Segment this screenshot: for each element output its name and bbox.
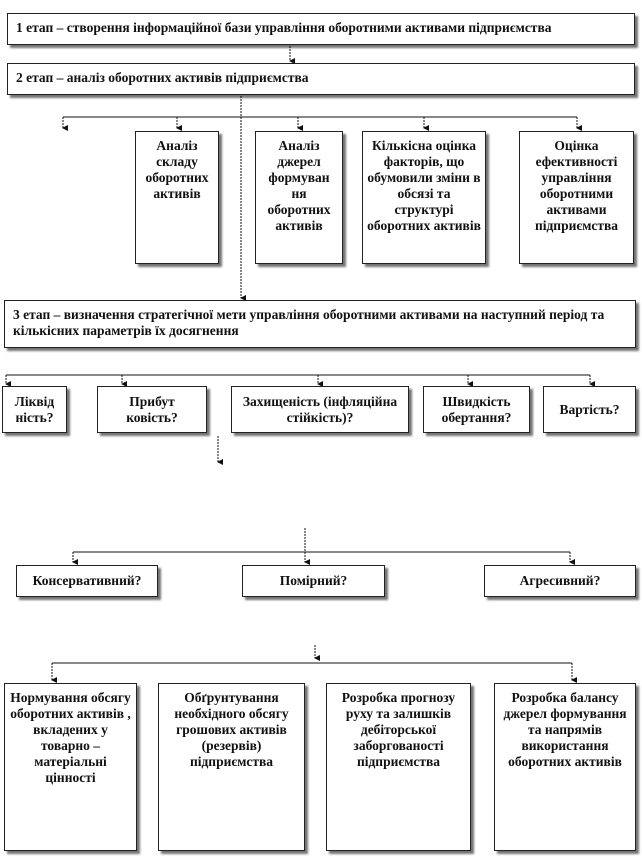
policy-aggressive: Агресивний? bbox=[484, 565, 636, 597]
task-receivables-forecast: Розробка прогнозу руху та залишків дебіт… bbox=[326, 683, 471, 851]
stage2-item-factors: Кількісна оцінка факторів, що обумовили … bbox=[362, 131, 486, 264]
stage1-label: 1 етап – створення інформаційної бази уп… bbox=[16, 20, 552, 35]
task-funding-balance: Розробка балансу джерел формування та на… bbox=[494, 683, 636, 851]
criterion-turnover-speed: Швидкість обертання? bbox=[423, 386, 530, 433]
policy-conservative: Консервативний? bbox=[16, 565, 158, 597]
task-inventory-norming: Нормування обсягу оборотних активів , вк… bbox=[4, 683, 137, 851]
stage2-item-composition: Аналіз складу оборотних активів bbox=[135, 131, 219, 264]
stage1-box: 1 етап – створення інформаційної бази уп… bbox=[7, 13, 635, 45]
stage2-item-sources: Аналіз джерел формуван ня оборотних акти… bbox=[255, 131, 343, 264]
stage2-item-efficiency: Оцінка ефективності управління оборотним… bbox=[519, 131, 634, 264]
criterion-profitability: Прибут ковість? bbox=[97, 386, 207, 433]
criterion-liquidity: Ліквід ність? bbox=[2, 386, 67, 433]
policy-moderate: Помірний? bbox=[242, 565, 385, 597]
stage3-box: 3 етап – визначення стратегічної мети уп… bbox=[4, 300, 636, 348]
stage2-box: 2 етап – аналіз оборотних активів підпри… bbox=[7, 63, 635, 95]
task-cash-justification: Обґрунтування необхідного обсягу грошови… bbox=[158, 683, 305, 851]
stage3-label: 3 етап – визначення стратегічної мети уп… bbox=[13, 307, 605, 338]
criterion-inflation-protection: Захищеність (інфляційна стійкість)? bbox=[231, 386, 409, 433]
criterion-cost: Вартість? bbox=[543, 386, 636, 433]
stage2-label: 2 етап – аналіз оборотних активів підпри… bbox=[16, 70, 309, 85]
